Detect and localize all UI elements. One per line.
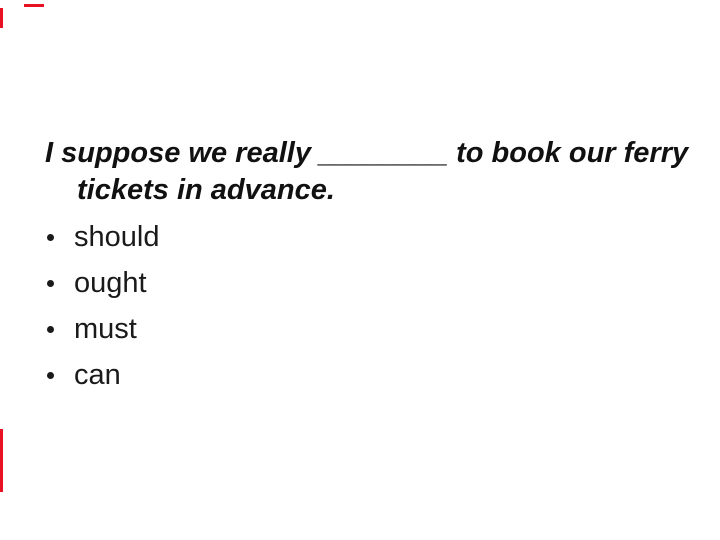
answer-blank: ________ <box>319 137 449 169</box>
option-item-ought: ought <box>45 260 159 306</box>
bullet-icon <box>47 233 54 241</box>
red-frame-fragment-left-upper <box>0 8 3 28</box>
question-part1: I suppose we really <box>45 137 311 169</box>
question: I suppose we really ________ to book our… <box>45 135 688 209</box>
option-item-can: can <box>45 352 159 398</box>
option-label: can <box>74 359 121 391</box>
red-frame-fragment-left-lower <box>0 429 3 492</box>
option-label: ought <box>74 267 147 299</box>
red-frame-fragment-top <box>24 4 44 7</box>
option-item-should: should <box>45 214 159 260</box>
option-item-must: must <box>45 306 159 352</box>
question-line-1: I suppose we really ________ to book our… <box>45 135 688 172</box>
bullet-icon <box>47 325 54 333</box>
option-label: should <box>74 221 160 253</box>
options-list: should ought must can <box>45 214 159 398</box>
bullet-icon <box>47 279 54 287</box>
option-label: must <box>74 313 137 345</box>
question-part2: to book our ferry <box>456 137 689 169</box>
question-line-2: tickets in advance. <box>77 174 335 206</box>
bullet-icon <box>47 371 54 379</box>
